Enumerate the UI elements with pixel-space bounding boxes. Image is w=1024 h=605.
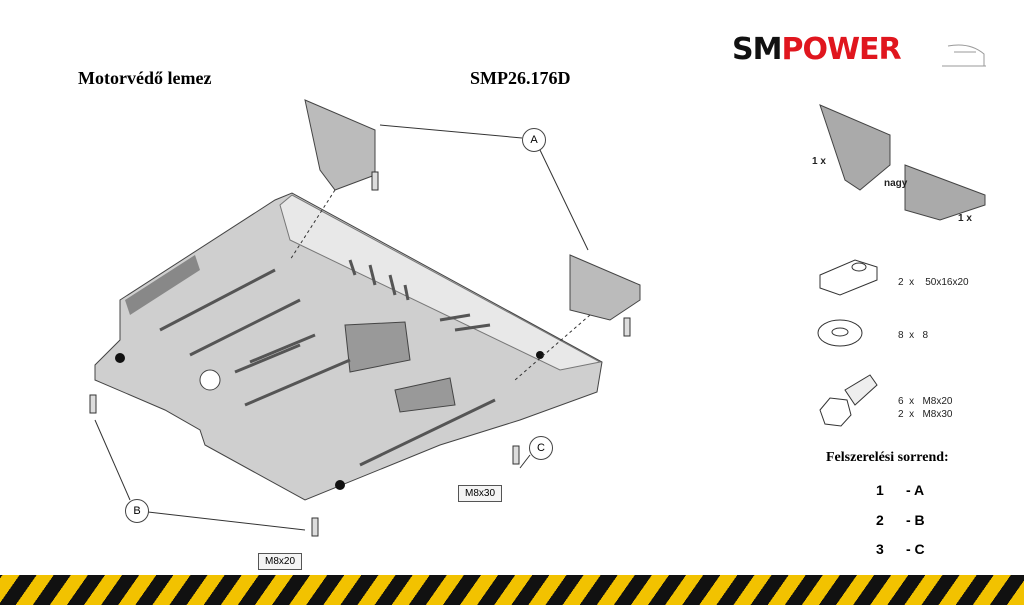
spacer-block-icon: [819, 259, 878, 296]
bracket-small-qty: 1 x: [812, 156, 826, 167]
callout-a: A: [522, 128, 546, 152]
bracket-a-1: [304, 99, 376, 191]
skid-plate-diagram: [89, 99, 641, 537]
skid-plate: [94, 192, 603, 501]
smpower-logo: SMPOWER: [732, 32, 902, 67]
bracket-large-label: nagy: [884, 178, 908, 189]
sequence-step-number: 1: [876, 482, 884, 498]
bolt-icons: [89, 171, 631, 537]
sequence-title: Felszerelési sorrend:: [826, 450, 949, 465]
sequence-step-value: - B: [906, 512, 925, 528]
callout-b: B: [125, 499, 149, 523]
bracket-large-qty: 1 x: [958, 213, 972, 224]
bracket-a-2: [569, 254, 641, 321]
spacer-qty: 2 x 50x16x20: [898, 277, 969, 288]
bolt-qty-m8x30: 2 x M8x30: [898, 409, 953, 420]
bolt-label-m8x30: M8x30: [458, 485, 503, 502]
bolt-qty-m8x20: 6 x M8x20: [898, 396, 953, 407]
product-title: Motorvédő lemez: [78, 68, 212, 88]
hazard-stripe: [0, 575, 1024, 605]
brackets-icon: [819, 104, 986, 221]
sequence-step-number: 2: [876, 512, 884, 528]
sequence-step-value: - A: [906, 482, 925, 498]
bolt-icon: [819, 374, 878, 427]
washer-icon: [817, 319, 863, 347]
car-logo-icon: [942, 44, 986, 67]
sequence-step-number: 3: [876, 541, 884, 557]
callout-c: C: [529, 436, 553, 460]
washer-qty: 8 x 8: [898, 330, 929, 341]
bolt-label-m8x20: M8x20: [258, 553, 303, 570]
sequence-step-value: - C: [906, 541, 925, 557]
product-code: SMP26.176D: [470, 68, 571, 88]
